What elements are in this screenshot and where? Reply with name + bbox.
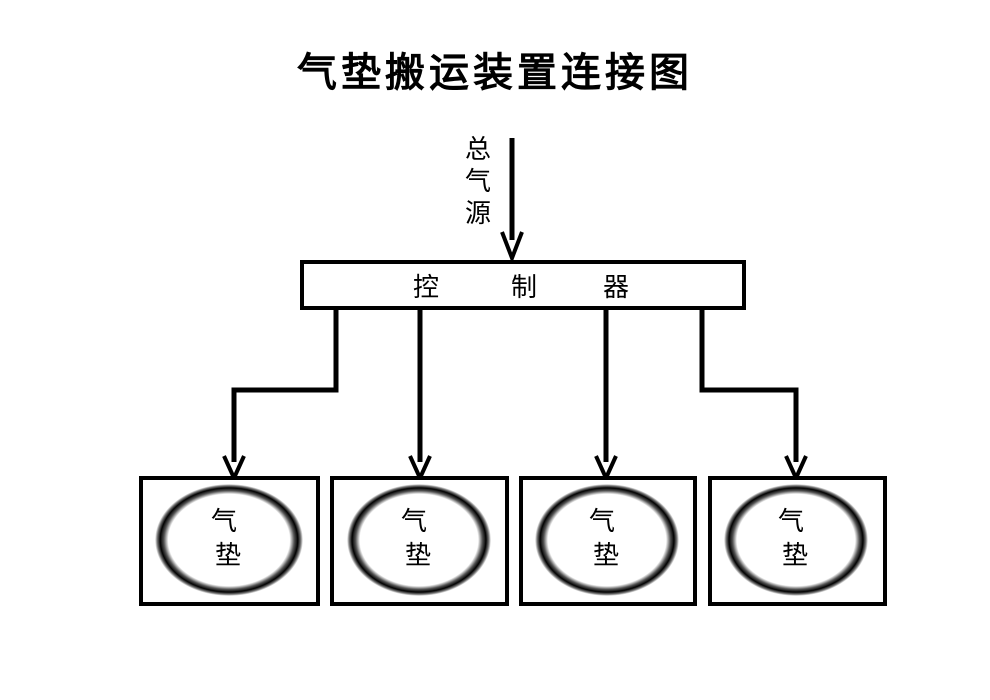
air-source-char-2: 气 — [465, 167, 491, 197]
branch-lines — [222, 308, 808, 483]
air-source-char-1: 总 — [465, 135, 491, 165]
air-cushion-ring — [724, 484, 868, 596]
air-cushion-ring — [535, 484, 679, 596]
controller-char-2: 制 — [511, 273, 537, 303]
air-cushion-char-1: 气 — [211, 507, 237, 537]
air-cushion-char-2: 垫 — [782, 541, 808, 571]
controller-char-3: 器 — [603, 273, 629, 303]
air-cushion-char-1: 气 — [778, 507, 804, 537]
diagram-title: 气垫搬运装置连接图 — [297, 50, 693, 96]
branch-line-4 — [699, 308, 799, 462]
air-cushion-char-2: 垫 — [405, 541, 431, 571]
controller-char-1: 控 — [413, 273, 439, 303]
air-cushion-4: 气 垫 — [708, 476, 887, 606]
main-air-supply-line — [500, 138, 524, 264]
air-cushion-char-1: 气 — [589, 507, 615, 537]
air-cushion-char-2: 垫 — [593, 541, 619, 571]
air-source-char-3: 源 — [465, 199, 491, 229]
air-source-label: 总 气 源 — [465, 135, 491, 229]
air-cushion-ring — [155, 484, 303, 596]
air-cushion-ring — [347, 484, 491, 596]
air-cushion-char-2: 垫 — [215, 541, 241, 571]
arrow-down-icon — [500, 231, 524, 264]
controller-box: 控 制 器 — [300, 260, 746, 310]
air-cushion-char-1: 气 — [401, 507, 427, 537]
branch-line-1 — [231, 308, 339, 462]
air-cushion-1: 气 垫 — [139, 476, 320, 606]
air-cushion-3: 气 垫 — [519, 476, 697, 606]
air-cushion-2: 气 垫 — [330, 476, 509, 606]
